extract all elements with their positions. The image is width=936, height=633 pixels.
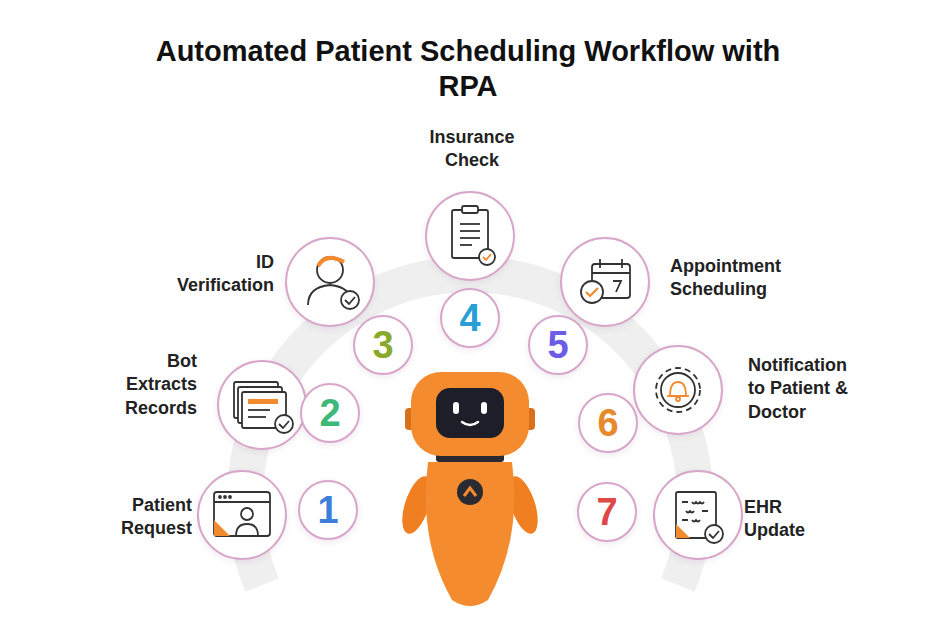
title: Automated Patient Scheduling Workflow wi… bbox=[148, 34, 788, 105]
step-circle: Insurance Check bbox=[425, 191, 515, 281]
step-number-circle: 2 bbox=[300, 383, 360, 443]
records-icon bbox=[234, 382, 293, 433]
step-label: Appointment Scheduling bbox=[670, 255, 783, 302]
step-number-circle: 5 bbox=[528, 315, 588, 375]
step-number: 3 bbox=[372, 326, 393, 364]
step-circle: ID Verification bbox=[285, 237, 375, 327]
step-circle: Notification to Patient & Doctor bbox=[633, 345, 723, 435]
step-number: 7 bbox=[596, 493, 617, 531]
step-label: Notification to Patient & Doctor bbox=[748, 354, 849, 424]
id-icon bbox=[308, 257, 359, 309]
step-number-circle: 1 bbox=[298, 480, 358, 540]
step-number-circle: 3 bbox=[353, 315, 413, 375]
step-number: 4 bbox=[459, 299, 480, 337]
step-label: EHR Update bbox=[744, 496, 832, 543]
step-circle: Appointment Scheduling bbox=[560, 237, 650, 327]
step-number: 2 bbox=[319, 394, 340, 432]
notification-icon bbox=[656, 368, 700, 412]
step-number-circle: 4 bbox=[440, 288, 500, 348]
step-label: Patient Request bbox=[104, 494, 192, 541]
insurance-icon bbox=[452, 206, 495, 265]
step-circle: Bot Extracts Records bbox=[217, 360, 307, 450]
step-number: 5 bbox=[547, 326, 568, 364]
step-label: ID Verification bbox=[174, 251, 274, 298]
patient-request-icon bbox=[214, 492, 270, 536]
step-number: 1 bbox=[317, 491, 338, 529]
step-circle: EHR Update bbox=[653, 470, 743, 560]
step-label: Insurance Check bbox=[428, 126, 516, 173]
circle-fills bbox=[198, 192, 742, 559]
robot-mascot bbox=[396, 372, 543, 606]
step-number: 6 bbox=[597, 404, 618, 442]
step-number-circle: 7 bbox=[577, 482, 637, 542]
step-label: Bot Extracts Records bbox=[109, 350, 197, 420]
calendar-icon bbox=[581, 259, 630, 303]
step-circle: Patient Request bbox=[197, 470, 287, 560]
ehr-icon bbox=[676, 492, 723, 543]
step-number-circle: 6 bbox=[578, 393, 638, 453]
